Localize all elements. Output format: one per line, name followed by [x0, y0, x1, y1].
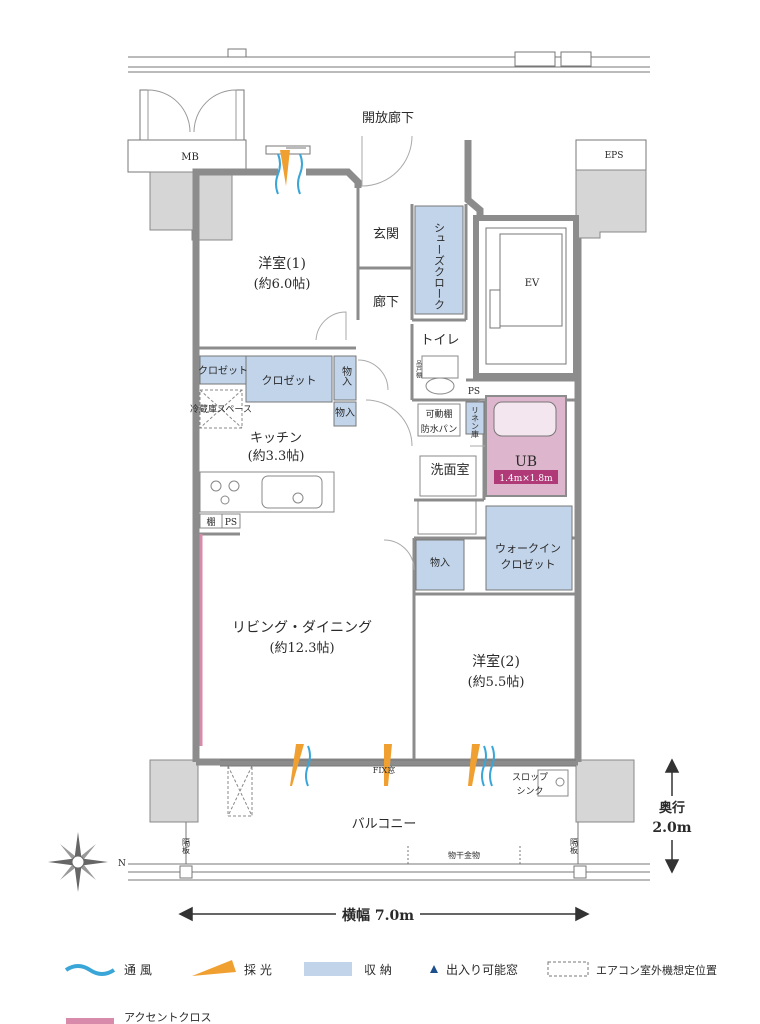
fix-window-label: FIX窓	[373, 765, 395, 775]
storage-1	[333, 355, 357, 401]
closet-b-label: クロゼット	[262, 374, 317, 387]
fridge-label: 冷蔵庫スペース	[190, 403, 252, 415]
ps-label-1: PS	[225, 518, 237, 528]
door-swings	[315, 135, 488, 571]
depth-label-1: 奥行	[659, 800, 685, 816]
corridor-railing	[128, 48, 650, 73]
kitchen-size: (約3.3帖)	[248, 449, 305, 464]
stove-icon	[210, 480, 240, 505]
legend-accent-swatch-full	[66, 1018, 114, 1024]
ventilation-daylight-marks	[275, 150, 495, 787]
balcony-label: バルコニー	[352, 817, 417, 832]
storage-2	[333, 401, 357, 427]
western1-name: 洋室(1)	[258, 255, 306, 272]
partition-label-left: 隔板	[182, 838, 191, 855]
daylight-mark	[290, 744, 304, 786]
width-dimension	[178, 906, 590, 922]
western2-name: 洋室(2)	[472, 653, 520, 670]
compass-rose: N	[48, 832, 126, 892]
legend-storage-label: 収 納	[364, 963, 392, 977]
linen-label: リネン庫	[471, 406, 480, 439]
ev-label: EV	[525, 278, 540, 289]
dimension-labels: 横幅 7.0m 奥行 2.0m	[342, 800, 692, 924]
living-size: (約12.3帖)	[269, 641, 334, 656]
living-name: リビング・ダイニング	[232, 620, 372, 636]
slop-sink-label-1: スロップ	[512, 772, 548, 783]
western1-size: (約6.0帖)	[254, 277, 311, 292]
ventilation-mark	[275, 153, 281, 195]
closet-b	[245, 355, 333, 403]
storage-3	[415, 539, 465, 591]
toilet-label: トイレ	[420, 333, 459, 348]
ub-size-badge	[494, 470, 558, 484]
shoe-closet	[414, 205, 464, 315]
kitchen-name: キッチン	[250, 431, 302, 446]
daylight-mark	[280, 150, 290, 186]
walkin-label-1: ウォークイン	[495, 542, 561, 555]
legend-daylight-label: 採 光	[244, 963, 272, 977]
slop-sink-label-2: シンク	[516, 786, 543, 797]
legend-daylight-swatch	[192, 960, 236, 976]
legend-storage-swatch	[304, 962, 352, 976]
room-labels: 開放廊下 玄関 廊下 シューズクローク トイレ 吊戸棚 洋室(1) (約6.0帖…	[182, 110, 579, 860]
linen-storage	[465, 401, 485, 435]
partition-label-right: 隔板	[570, 838, 579, 855]
mb-label: MB	[181, 152, 199, 163]
depth-dimension	[664, 758, 680, 874]
eps-cabinet: EPS	[575, 139, 647, 171]
ps-label-2: PS	[468, 387, 480, 397]
hanger-label: 物干金物	[448, 850, 480, 860]
legend-labels: 通 風 採 光 収 納 出入り可能窓 エアコン室外機想定位置 アクセントクロス	[124, 962, 717, 1024]
walkin-label-2: クロゼット	[501, 558, 556, 571]
legend-ac-label: エアコン室外機想定位置	[596, 963, 717, 977]
walkin-closet	[485, 505, 573, 591]
storage-3-label: 物入	[430, 556, 450, 569]
ub-size-label: 1.4m×1.8m	[499, 474, 553, 484]
legend-accent-label: アクセントクロス	[124, 1011, 211, 1024]
corridor-label: 開放廊下	[362, 110, 414, 126]
depth-label-2: 2.0m	[652, 820, 691, 836]
legend-window-label: 出入り可能窓	[446, 962, 518, 977]
eps-label: EPS	[605, 151, 624, 161]
ventilation-mark	[489, 745, 495, 787]
legend-window-triangle	[430, 965, 438, 973]
structural-columns	[149, 169, 647, 823]
hallway-label: 廊下	[373, 294, 399, 310]
storage-2-label: 物入	[335, 406, 355, 419]
shelf-top-label: 可動棚	[425, 408, 452, 420]
balcony-railing	[128, 822, 650, 881]
compass-north-label: N	[118, 859, 126, 869]
washroom-label: 洗面室	[430, 462, 469, 478]
fixtures	[199, 355, 569, 817]
width-label: 横幅 7.0m	[342, 907, 414, 924]
storage-areas	[199, 205, 573, 591]
closet-a	[199, 355, 247, 385]
legend-ac-swatch	[547, 961, 589, 977]
mb-cabinet: MB	[127, 89, 247, 173]
legend-ventilation-label: 通 風	[124, 963, 152, 977]
entrance-label: 玄関	[373, 227, 399, 242]
waterproof-pan-label: 防水パン	[421, 423, 457, 435]
toilet-icon	[421, 355, 459, 395]
elevator-shaft: EV	[473, 215, 579, 379]
toilet-shelf-label: 吊戸棚	[415, 360, 422, 379]
shelf-label: 棚	[206, 516, 215, 528]
storage-1-label: 物入	[340, 365, 352, 386]
ventilation-mark	[297, 153, 303, 195]
western2-size: (約5.5帖)	[468, 675, 525, 690]
daylight-mark	[384, 744, 392, 786]
legend	[64, 960, 589, 1024]
unit-bath	[485, 395, 567, 497]
closet-a-label: クロゼット	[198, 365, 248, 377]
legend-ventilation-swatch	[64, 964, 116, 976]
shoe-closet-label: シューズクローク	[433, 222, 446, 310]
ub-label: UB	[515, 454, 537, 470]
ventilation-mark	[481, 745, 487, 787]
ventilation-mark	[305, 745, 311, 787]
daylight-mark	[468, 744, 480, 786]
